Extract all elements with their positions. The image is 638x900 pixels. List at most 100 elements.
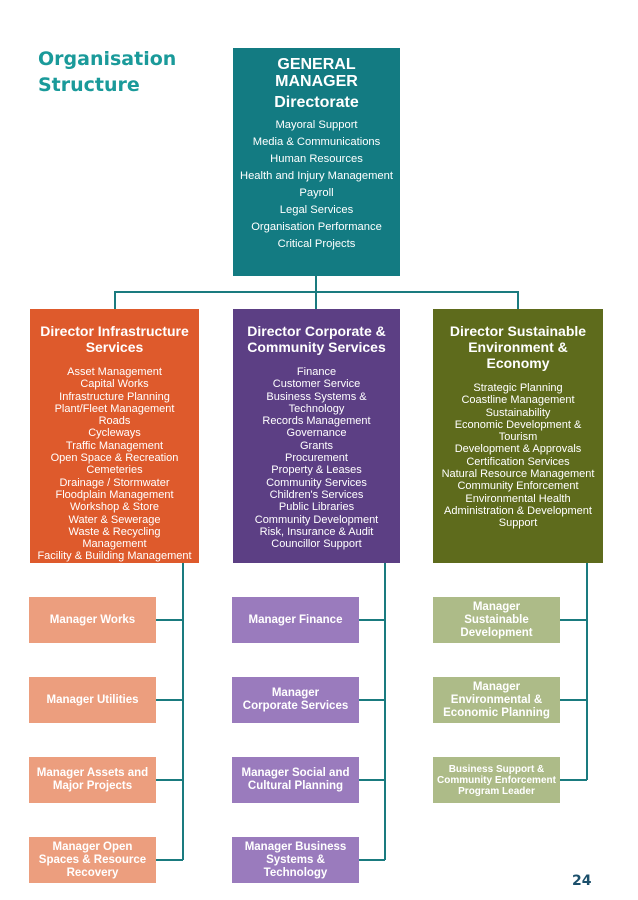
- manager-open-spaces-box: Manager Open Spaces & Resource Recovery: [29, 837, 156, 883]
- director-item: Risk, Insurance & Audit: [259, 525, 374, 538]
- director-item: Administration & Development: [444, 504, 592, 517]
- director-item: Certification Services: [466, 455, 570, 468]
- manager-sustainable-development-box: Manager Sustainable Development: [433, 597, 560, 643]
- director-item: Water & Sewerage: [68, 513, 161, 526]
- director-item: Grants: [299, 439, 333, 452]
- director-item: Development & Approvals: [454, 443, 582, 456]
- director-item: Roads: [98, 415, 131, 428]
- director-item: Open Space & Recreation: [50, 452, 179, 465]
- director-title: Director Infrastructure: [40, 323, 189, 339]
- director-item: Cycleways: [88, 427, 141, 440]
- manager-label: Manager: [472, 680, 521, 693]
- manager-label: Manager: [472, 600, 521, 613]
- director-item: Infrastructure Planning: [59, 390, 170, 403]
- director-title: Services: [85, 339, 144, 355]
- manager-utilities-box: Manager Utilities: [29, 677, 156, 723]
- manager-label: Manager: [271, 687, 320, 699]
- director-item: Children's Services: [269, 488, 364, 501]
- manager-corporate-services-box: Manager Corporate Services: [232, 677, 359, 723]
- connector-sust-branch: [560, 619, 587, 621]
- director-item: Facility & Building Management: [37, 550, 192, 563]
- director-item: Support: [498, 517, 538, 530]
- director-item: Floodplain Management: [55, 488, 174, 501]
- manager-label: Community Enforcement: [437, 774, 556, 786]
- director-item: Strategic Planning: [473, 382, 563, 394]
- manager-label: Cultural Planning: [247, 780, 344, 792]
- page-number: 24: [572, 873, 592, 889]
- director-item: Sustainability: [485, 406, 551, 419]
- manager-social-cultural-box: Manager Social and Cultural Planning: [232, 757, 359, 803]
- director-item: Records Management: [262, 415, 371, 428]
- gm-subtitle: Directorate: [274, 94, 359, 111]
- connector-corp-branch: [359, 779, 385, 781]
- director-title: Director Corporate &: [247, 323, 386, 339]
- manager-finance-box: Manager Finance: [232, 597, 359, 643]
- manager-label: Spaces & Resource: [38, 853, 147, 866]
- director-items: Asset Management Capital Works Infrastru…: [30, 366, 199, 563]
- manager-label: Development: [460, 626, 533, 639]
- manager-environmental-planning-box: Manager Environmental & Economic Plannin…: [433, 677, 560, 723]
- connector-to-infra: [114, 291, 116, 309]
- manager-label: Manager Utilities: [46, 693, 139, 706]
- manager-label: Economic Planning: [443, 706, 550, 719]
- manager-label: Environmental &: [450, 693, 543, 706]
- director-item: Coastline Management: [461, 394, 575, 407]
- director-item: Waste & Recycling: [68, 525, 161, 538]
- director-item: Business Systems &: [266, 390, 367, 403]
- page-title: Organisation Structure: [38, 46, 208, 98]
- director-item: Procurement: [285, 452, 348, 465]
- gm-item: Media & Communications: [252, 136, 381, 148]
- connector-to-sust: [517, 291, 519, 309]
- manager-assets-box: Manager Assets and Major Projects: [29, 757, 156, 803]
- director-item: Customer Service: [272, 378, 361, 391]
- connector-sust-branch: [560, 699, 587, 701]
- connector-infra-branch: [156, 619, 183, 621]
- manager-label: Corporate Services: [242, 700, 349, 712]
- gm-item: Organisation Performance: [251, 221, 382, 233]
- director-item: Drainage / Stormwater: [59, 476, 170, 489]
- director-item: Public Libraries: [278, 501, 355, 514]
- general-manager-box: GENERAL MANAGER Directorate Mayoral Supp…: [233, 48, 400, 276]
- director-item: Capital Works: [80, 378, 149, 391]
- director-item: Community Enforcement: [457, 480, 579, 493]
- director-item: Community Development: [254, 513, 379, 526]
- connector-gm-down: [315, 276, 317, 292]
- director-item: Environmental Health: [465, 492, 571, 505]
- manager-label: Manager Open: [52, 840, 133, 853]
- director-sustainable-box: Director Sustainable Environment & Econo…: [433, 309, 603, 563]
- connector-infra-branch: [156, 779, 183, 781]
- director-infrastructure-box: Director Infrastructure Services Asset M…: [30, 309, 199, 563]
- director-title: Economy: [486, 355, 550, 371]
- director-title: Community Services: [247, 339, 386, 355]
- director-item: Governance: [286, 427, 347, 440]
- manager-label: Systems &: [266, 853, 325, 866]
- manager-business-systems-box: Manager Business Systems & Technology: [232, 837, 359, 883]
- gm-title: GENERAL: [277, 56, 356, 73]
- gm-item: Legal Services: [279, 204, 354, 216]
- director-item: Community Services: [266, 476, 367, 489]
- director-items: Finance Customer Service Business System…: [233, 366, 400, 550]
- connector-to-corp: [315, 291, 317, 309]
- gm-item: Human Resources: [270, 153, 363, 165]
- director-item: Asset Management: [67, 366, 162, 378]
- connector-infra-branch: [156, 859, 183, 861]
- director-item: Tourism: [498, 431, 538, 444]
- manager-label: Manager Works: [49, 613, 136, 626]
- manager-label: Major Projects: [52, 780, 133, 792]
- director-item: Management: [82, 538, 147, 551]
- director-item: Cemeteries: [86, 464, 143, 477]
- gm-item: Critical Projects: [277, 238, 356, 250]
- manager-label: Manager Social and: [241, 767, 350, 779]
- gm-item: Health and Injury Management: [240, 170, 393, 182]
- manager-works-box: Manager Works: [29, 597, 156, 643]
- manager-label: Manager Assets and: [36, 767, 149, 779]
- manager-label: Sustainable: [464, 613, 529, 626]
- business-support-leader-box: Business Support & Community Enforcement…: [433, 757, 560, 803]
- director-items: Strategic Planning Coastline Management …: [433, 382, 603, 530]
- director-item: Finance: [296, 366, 337, 378]
- gm-item: Payroll: [299, 187, 334, 199]
- connector-infra-branch: [156, 699, 183, 701]
- manager-label: Recovery: [66, 866, 119, 879]
- manager-label: Technology: [263, 866, 328, 879]
- gm-title: MANAGER: [275, 73, 358, 90]
